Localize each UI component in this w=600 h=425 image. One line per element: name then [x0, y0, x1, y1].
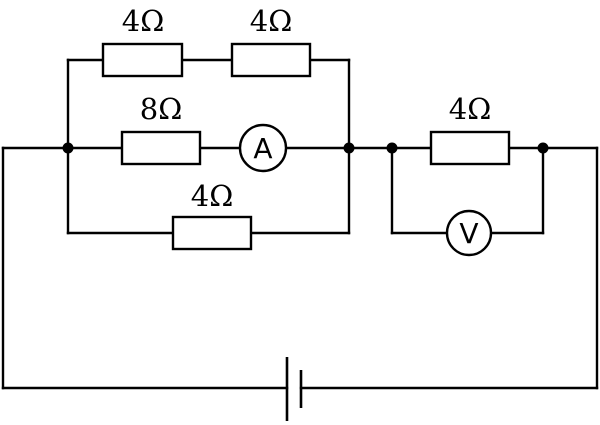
resistor-top-right: 4Ω — [230, 4, 312, 78]
outer-loop-wires — [1, 146, 599, 390]
junction-dot-left — [62, 142, 74, 154]
resistor-label-middle-branch: 8Ω — [140, 92, 183, 126]
resistor-label-right-section: 4Ω — [449, 92, 492, 126]
voltmeter-symbol: V — [459, 217, 478, 250]
junction-dot-right-b — [537, 142, 549, 154]
ammeter: A — [238, 123, 288, 173]
resistor-label-top-left: 4Ω — [122, 4, 165, 38]
junction-dot-right-a — [386, 142, 398, 154]
resistor-label-top-right: 4Ω — [250, 4, 293, 38]
resistor-bottom-branch: 4Ω — [171, 179, 253, 251]
resistor-right-section: 4Ω — [429, 92, 511, 166]
resistor-label-bottom-branch: 4Ω — [191, 179, 234, 213]
right-section-wires — [390, 146, 545, 235]
resistor-top-left: 4Ω — [101, 4, 184, 78]
junction-dots — [62, 142, 549, 154]
voltmeter: V — [445, 209, 493, 257]
resistor-middle-branch: 8Ω — [120, 92, 202, 166]
junction-dot-center — [343, 142, 355, 154]
ammeter-symbol: A — [253, 132, 272, 165]
battery-cell — [285, 357, 303, 421]
